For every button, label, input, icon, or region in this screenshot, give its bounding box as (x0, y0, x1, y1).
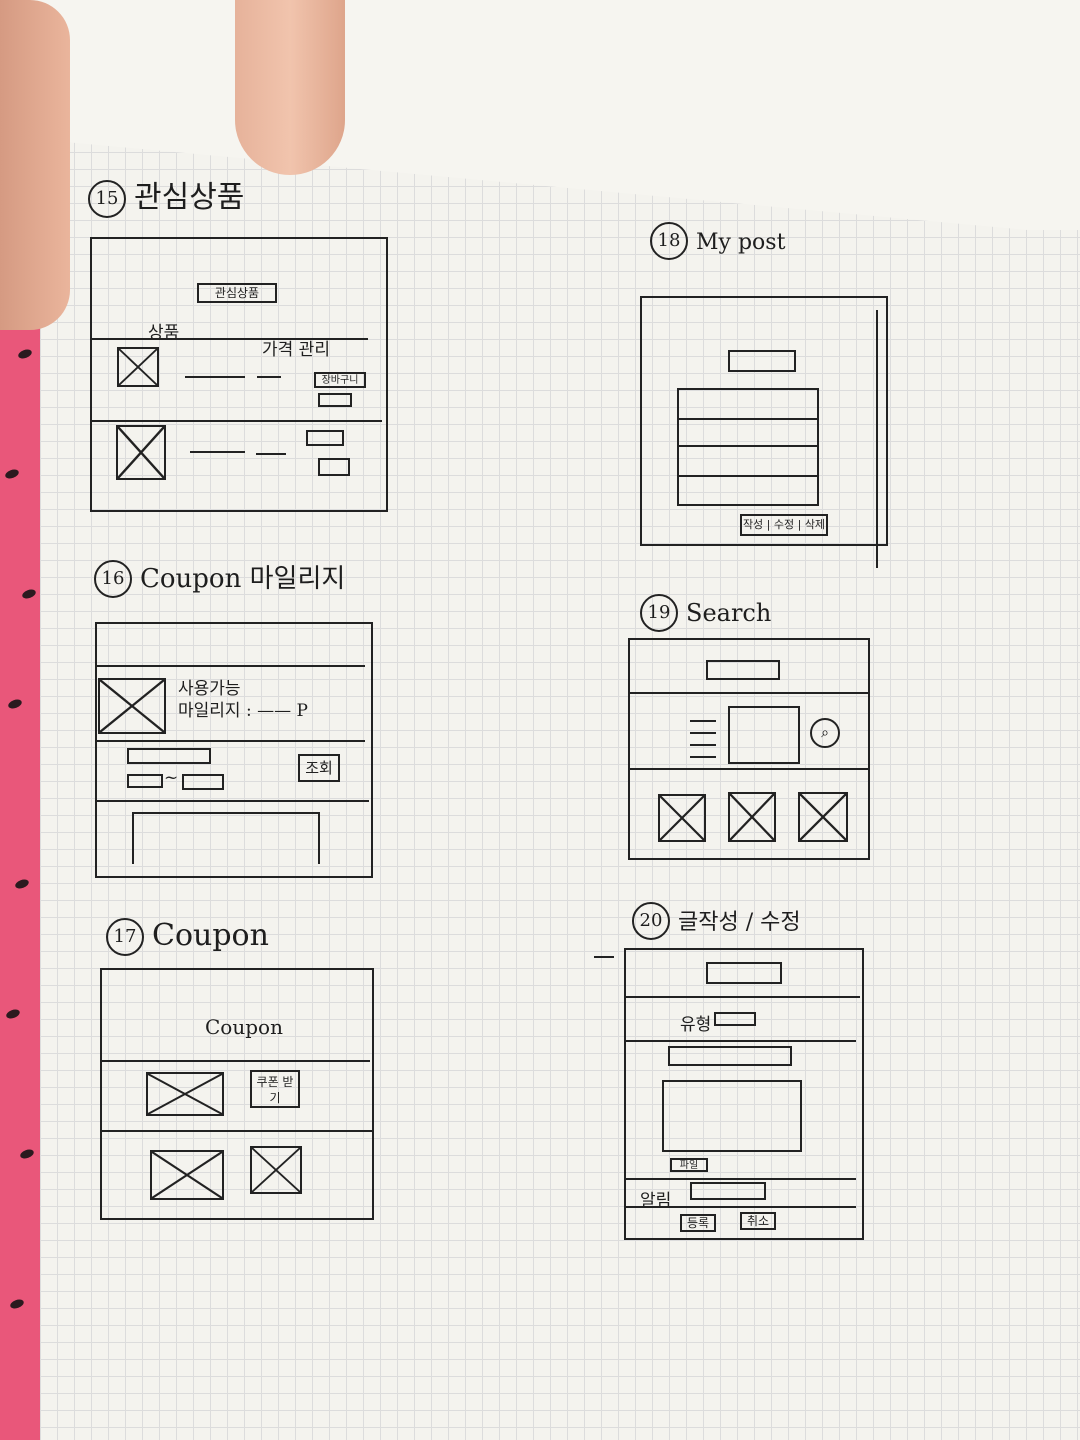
wireframe-frame (624, 948, 864, 1240)
result-image-placeholder (728, 792, 776, 842)
column-price-manage: 가격 관리 (262, 340, 330, 360)
cancel-button: 취소 (740, 1212, 776, 1230)
hand (0, 0, 70, 330)
mileage-label: 사용가능 마일리지 : —— P (178, 679, 308, 721)
header-button: 관심상품 (197, 283, 277, 303)
sketch-number: 20 (632, 902, 670, 940)
title-input (668, 1046, 792, 1066)
sketch-number: 15 (88, 180, 126, 218)
post-list (677, 388, 819, 506)
sketch-20-heading: 20 글작성 / 수정 (632, 902, 801, 940)
cart-button: 장바구니 (314, 372, 366, 388)
title-box (728, 350, 796, 372)
sketch-number: 16 (94, 560, 132, 598)
type-label: 유형 (680, 1015, 712, 1035)
row-button (318, 393, 352, 407)
coupon-image-placeholder (150, 1150, 224, 1200)
sketch-title: Search (686, 599, 772, 627)
coupon-image-placeholder (250, 1146, 302, 1194)
sketch-title: 글작성 / 수정 (678, 910, 801, 935)
type-input (714, 1012, 756, 1026)
date-from-input (127, 748, 211, 764)
sketch-title: Coupon 마일리지 (140, 564, 346, 594)
result-image-placeholder (798, 792, 848, 842)
result-image-placeholder (658, 794, 706, 842)
sketch-title: 관심상품 (134, 180, 245, 215)
date-to-input (182, 774, 224, 790)
title-box (706, 962, 782, 984)
product-image-placeholder (117, 347, 159, 387)
post-action-buttons: 작성 | 수정 | 삭제 (740, 514, 828, 536)
notify-input (690, 1182, 766, 1200)
title-box (706, 660, 780, 680)
finger (235, 0, 345, 175)
search-button: 조회 (298, 754, 340, 782)
date-separator: ~ (164, 768, 179, 788)
coupon-image-placeholder (146, 1072, 224, 1116)
row-button (306, 430, 344, 446)
sketch-number: 19 (640, 594, 678, 632)
notebook-page (40, 135, 1080, 1440)
file-button: 파일 (670, 1158, 708, 1172)
content-textarea (662, 1080, 802, 1152)
row-button (318, 458, 350, 476)
sketch-number: 17 (106, 918, 144, 956)
wireframe-frame (95, 622, 373, 878)
product-image-placeholder (116, 425, 166, 480)
coupon-image-placeholder (98, 678, 166, 734)
sketch-number: 18 (650, 222, 688, 260)
coupon-header: Coupon (205, 1015, 283, 1039)
get-coupon-button: 쿠폰 받기 (250, 1070, 300, 1108)
wireframe-frame (640, 296, 888, 546)
search-icon: ⌕ (810, 718, 840, 748)
date-input (127, 774, 163, 788)
wireframe-frame (628, 638, 870, 860)
result-area (132, 812, 320, 864)
sketch-16-heading: 16 Coupon 마일리지 (94, 558, 345, 598)
search-input (728, 706, 800, 764)
sketch-title: Coupon (152, 918, 269, 953)
submit-button: 등록 (680, 1214, 716, 1232)
sketch-19-heading: 19 Search (640, 594, 771, 632)
sketch-18-heading: 18 My post (650, 222, 785, 260)
wireframe-frame (90, 237, 388, 512)
wireframe-frame (100, 968, 374, 1220)
sketch-title: My post (696, 230, 786, 255)
